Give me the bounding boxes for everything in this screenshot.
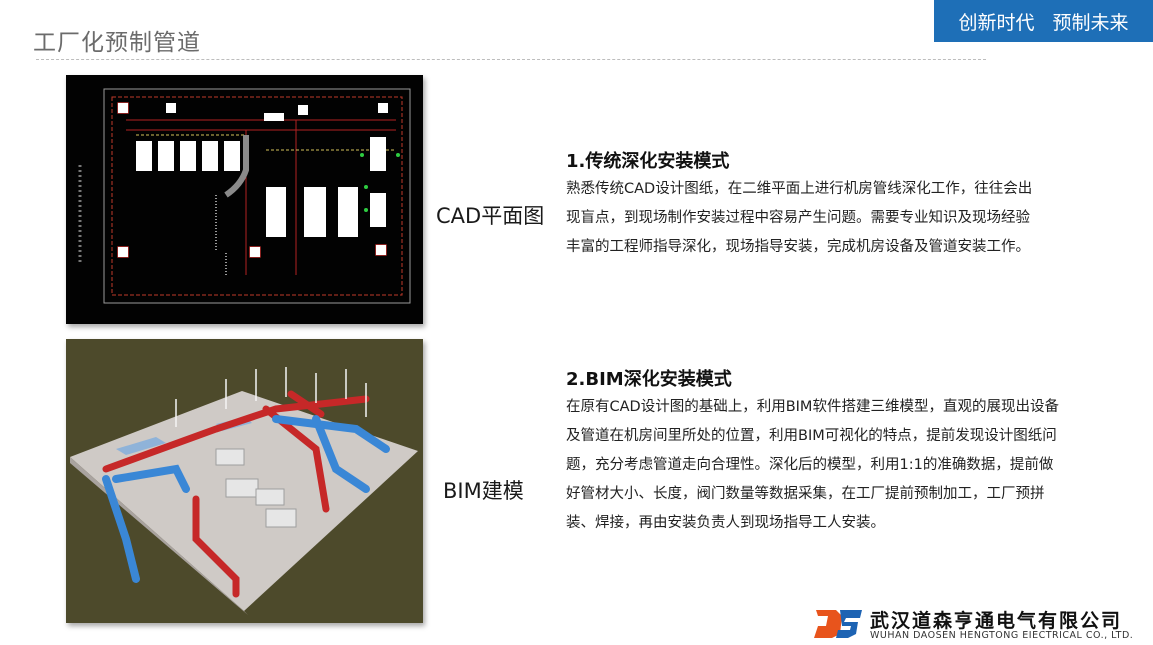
page-title: 工厂化预制管道 bbox=[33, 30, 201, 56]
section-heading: 2.BIM深化安装模式 bbox=[566, 369, 732, 390]
cad-image-label: CAD平面图 bbox=[436, 204, 545, 228]
company-logo bbox=[814, 604, 864, 640]
slogan-part2: 预制未来 bbox=[1052, 11, 1129, 34]
company-name-en: WUHAN DAOSEN HENGTONG EIECTRICAL CO., LT… bbox=[870, 630, 1134, 641]
section-body: 在原有CAD设计图的基础上，利用BIM软件搭建三维模型，直观的展现出设备及管道在… bbox=[566, 399, 1059, 531]
section-traditional: 1.传统深化安装模式 熟悉传统CAD设计图纸，在二维平面上进行机房管线深化工作，… bbox=[566, 147, 1066, 262]
slogan-banner: 创新时代 预制未来 bbox=[934, 0, 1153, 42]
bim-image-label: BIM建模 bbox=[443, 479, 524, 503]
bim-model-image bbox=[66, 339, 423, 623]
slogan-part1: 创新时代 bbox=[958, 11, 1035, 34]
section-heading: 1.传统深化安装模式 bbox=[566, 151, 730, 172]
section-body: 熟悉传统CAD设计图纸，在二维平面上进行机房管线深化工作，往往会出现盲点，到现场… bbox=[566, 181, 1033, 255]
title-divider bbox=[36, 59, 986, 60]
section-bim: 2.BIM深化安装模式 在原有CAD设计图的基础上，利用BIM软件搭建三维模型，… bbox=[566, 365, 1066, 538]
company-name-cn: 武汉道森亨通电气有限公司 bbox=[870, 610, 1123, 632]
cad-plan-image bbox=[66, 75, 423, 324]
